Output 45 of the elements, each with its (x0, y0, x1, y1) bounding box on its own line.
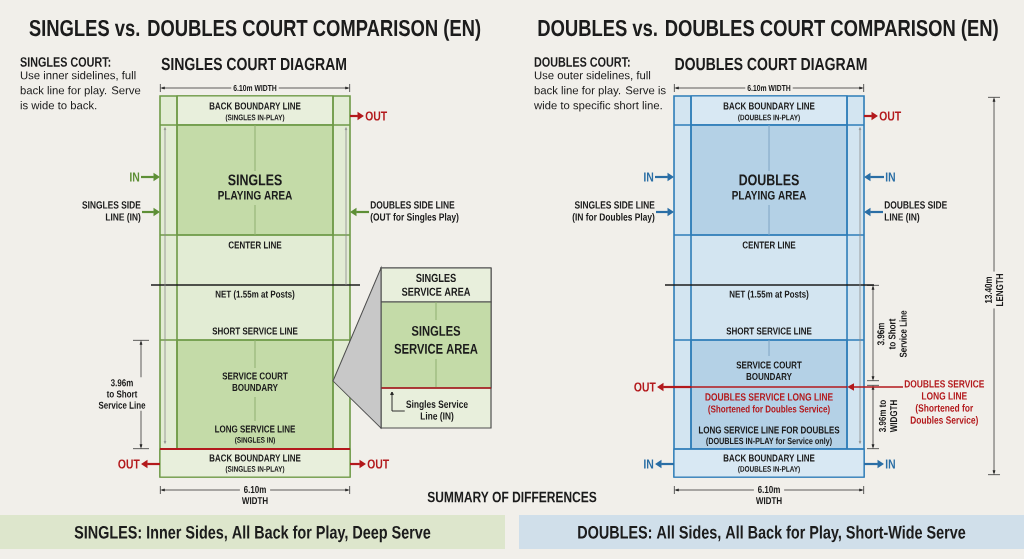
out-label: OUT (118, 459, 140, 469)
sideline-label: SINGLES SIDE LINE (IN for Doubles Play) (572, 201, 655, 223)
summary-band: DOUBLES: All Sides, All Back for Play, Short-Wide Serve (519, 515, 1024, 549)
boundary-strip: BACK BOUNDARY LINE (SINGLES IN-PLAY) (176, 95, 334, 126)
section-heading: SUMMARY OF DIFFERENCES (427, 491, 597, 503)
note-heading: DOUBLES COURT: (534, 57, 630, 67)
summary-band: SINGLES: Inner Sides, All Back for Play, Deep Serve (0, 515, 505, 549)
in-label: IN (885, 459, 895, 469)
sideline-label: DOUBLES SIDE LINE (IN) (884, 201, 947, 223)
out-label: OUT (634, 382, 656, 392)
in-label: IN (885, 172, 895, 182)
in-label: IN (644, 459, 654, 469)
sideline-label: DOUBLES SIDE LINE (OUT for Singles Play) (370, 201, 459, 223)
line-label: NET (1.55m at Posts) (215, 290, 295, 300)
callout-text: Singles Service Line (IN) (406, 400, 468, 422)
in-label: IN (644, 172, 654, 182)
boundary-strip: BACK BOUNDARY LINE (SINGLES IN-PLAY) (159, 448, 351, 478)
service-court: SERVICE COURT BOUNDARY LONG SERVICE LINE (SINGLES IN) (176, 339, 334, 450)
subheading: SINGLES COURT DIAGRAM (161, 57, 346, 71)
playing-area: DOUBLES PLAYING AREA (690, 124, 848, 236)
boundary-strip: BACK BOUNDARY LINE (DOUBLES IN-PLAY) (690, 95, 848, 126)
service-court: SERVICE COURT BOUNDARY DOUBLES SERVICE LONG LINE (Shortened for Doubles Service) LONG SERVICE LINE FOR DOUBLES (DOUBLES IN-PLAY for Service only) (690, 339, 848, 450)
out-label: OUT (879, 111, 902, 121)
heading: SINGLES vs. DOUBLES COURT COMPARISON (EN) (29, 19, 481, 41)
note-heading: SINGLES COURT: (20, 57, 111, 67)
leader-arrow (390, 391, 406, 412)
arrow (847, 383, 904, 391)
out-label: OUT (365, 111, 388, 121)
inset-header: SINGLES SERVICE AREA (380, 267, 492, 303)
dimension-label: 3.96m to WIDGTH (878, 400, 898, 433)
out-label: OUT (367, 459, 390, 469)
boundary-strip: BACK BOUNDARY LINE (DOUBLES IN-PLAY) (673, 448, 865, 478)
heading: DOUBLES vs. DOUBLES COURT COMPARISON (EN) (538, 19, 998, 41)
line-label: NET (1.55m at Posts) (729, 290, 809, 300)
note-text: Use outer sidelines, full back line for play. Serve is wide to specific short line. (534, 71, 666, 112)
zoom-callout (332, 267, 382, 429)
in-label: IN (130, 172, 140, 182)
playing-area: SINGLES PLAYING AREA (176, 124, 334, 236)
dimension-label: 3.96m to Short Service Line (877, 310, 907, 358)
dimension-label: 3.96m to Short Service Line (95, 377, 149, 411)
note-text: Use inner sidelines, full back line for play. Serve is wide to back. (20, 71, 141, 110)
callout-text: DOUBLES SERVICE LONG LINE (Shortened for Doubles Service) (904, 380, 985, 426)
service-area: SINGLES SERVICE AREA (380, 301, 492, 389)
sideline-label: SINGLES SIDE LINE (IN) (82, 201, 141, 223)
subheading: DOUBLES COURT DIAGRAM (675, 57, 867, 71)
